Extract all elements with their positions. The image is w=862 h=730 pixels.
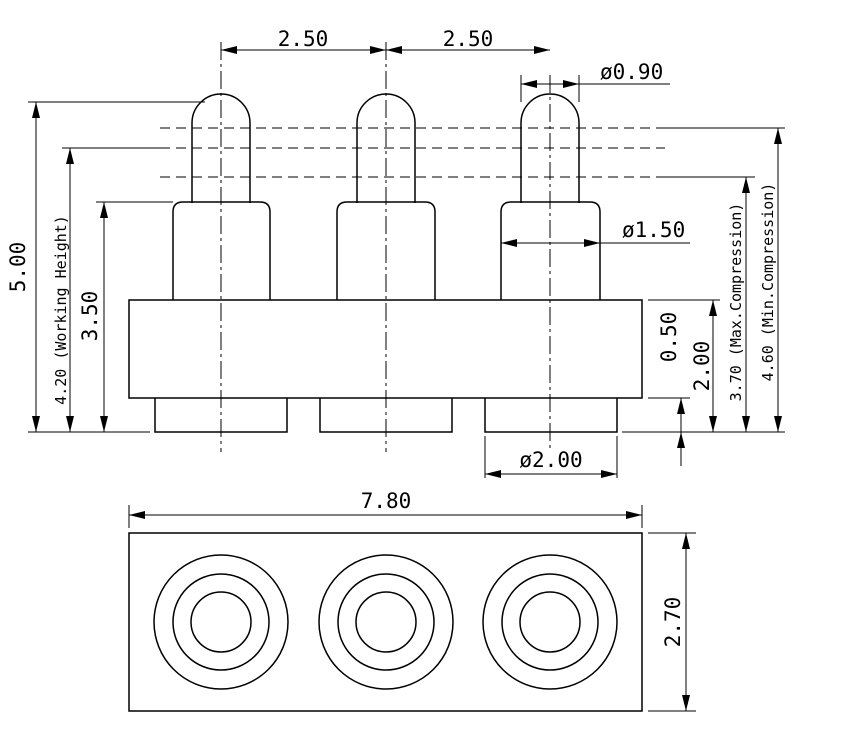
body-top-height-dimension bbox=[100, 202, 108, 432]
top-view-body bbox=[128, 532, 643, 712]
tip-diameter-dimension bbox=[520, 75, 670, 102]
tip-diameter-label: ø0.90 bbox=[600, 60, 663, 84]
pitch-left-label: 2.50 bbox=[278, 27, 329, 51]
working-height-dimension bbox=[66, 148, 74, 432]
pitch-right-label: 2.50 bbox=[443, 27, 494, 51]
barrel-diameter-dimension bbox=[501, 239, 690, 247]
working-height-label: 4.20 (Working Height) bbox=[52, 215, 70, 405]
extension-lines bbox=[28, 101, 785, 478]
bottom-diameter-dimension bbox=[485, 470, 617, 478]
min-compression-dimension bbox=[774, 128, 782, 432]
min-compression-label: 4.60 (Min.Compression) bbox=[759, 183, 777, 382]
compression-lines bbox=[160, 127, 665, 178]
insulator-total-dimension bbox=[709, 300, 717, 432]
width-dimension bbox=[128, 505, 643, 528]
insulator-total-label: 2.00 bbox=[690, 341, 714, 392]
width-label: 7.80 bbox=[361, 489, 412, 513]
top-view-pin-1 bbox=[153, 554, 289, 690]
top-view-pin-2 bbox=[318, 554, 454, 690]
depth-dimension bbox=[648, 532, 696, 712]
centerlines bbox=[220, 42, 551, 452]
top-view-pin-3 bbox=[482, 554, 618, 690]
max-compression-label: 3.70 (Max.Compression) bbox=[727, 203, 745, 402]
total-height-label: 5.00 bbox=[6, 242, 30, 293]
insulator-thickness-dimension bbox=[677, 398, 685, 466]
depth-label: 2.70 bbox=[661, 597, 685, 648]
barrel-diameter-label: ø1.50 bbox=[622, 218, 685, 242]
total-height-dimension bbox=[32, 102, 40, 432]
body-top-height-label: 3.50 bbox=[78, 291, 102, 342]
insulator-thickness-label: 0.50 bbox=[657, 312, 681, 363]
max-compression-dimension bbox=[742, 177, 750, 432]
pitch-dimension bbox=[221, 46, 550, 54]
bottom-diameter-label: ø2.00 bbox=[519, 448, 582, 472]
